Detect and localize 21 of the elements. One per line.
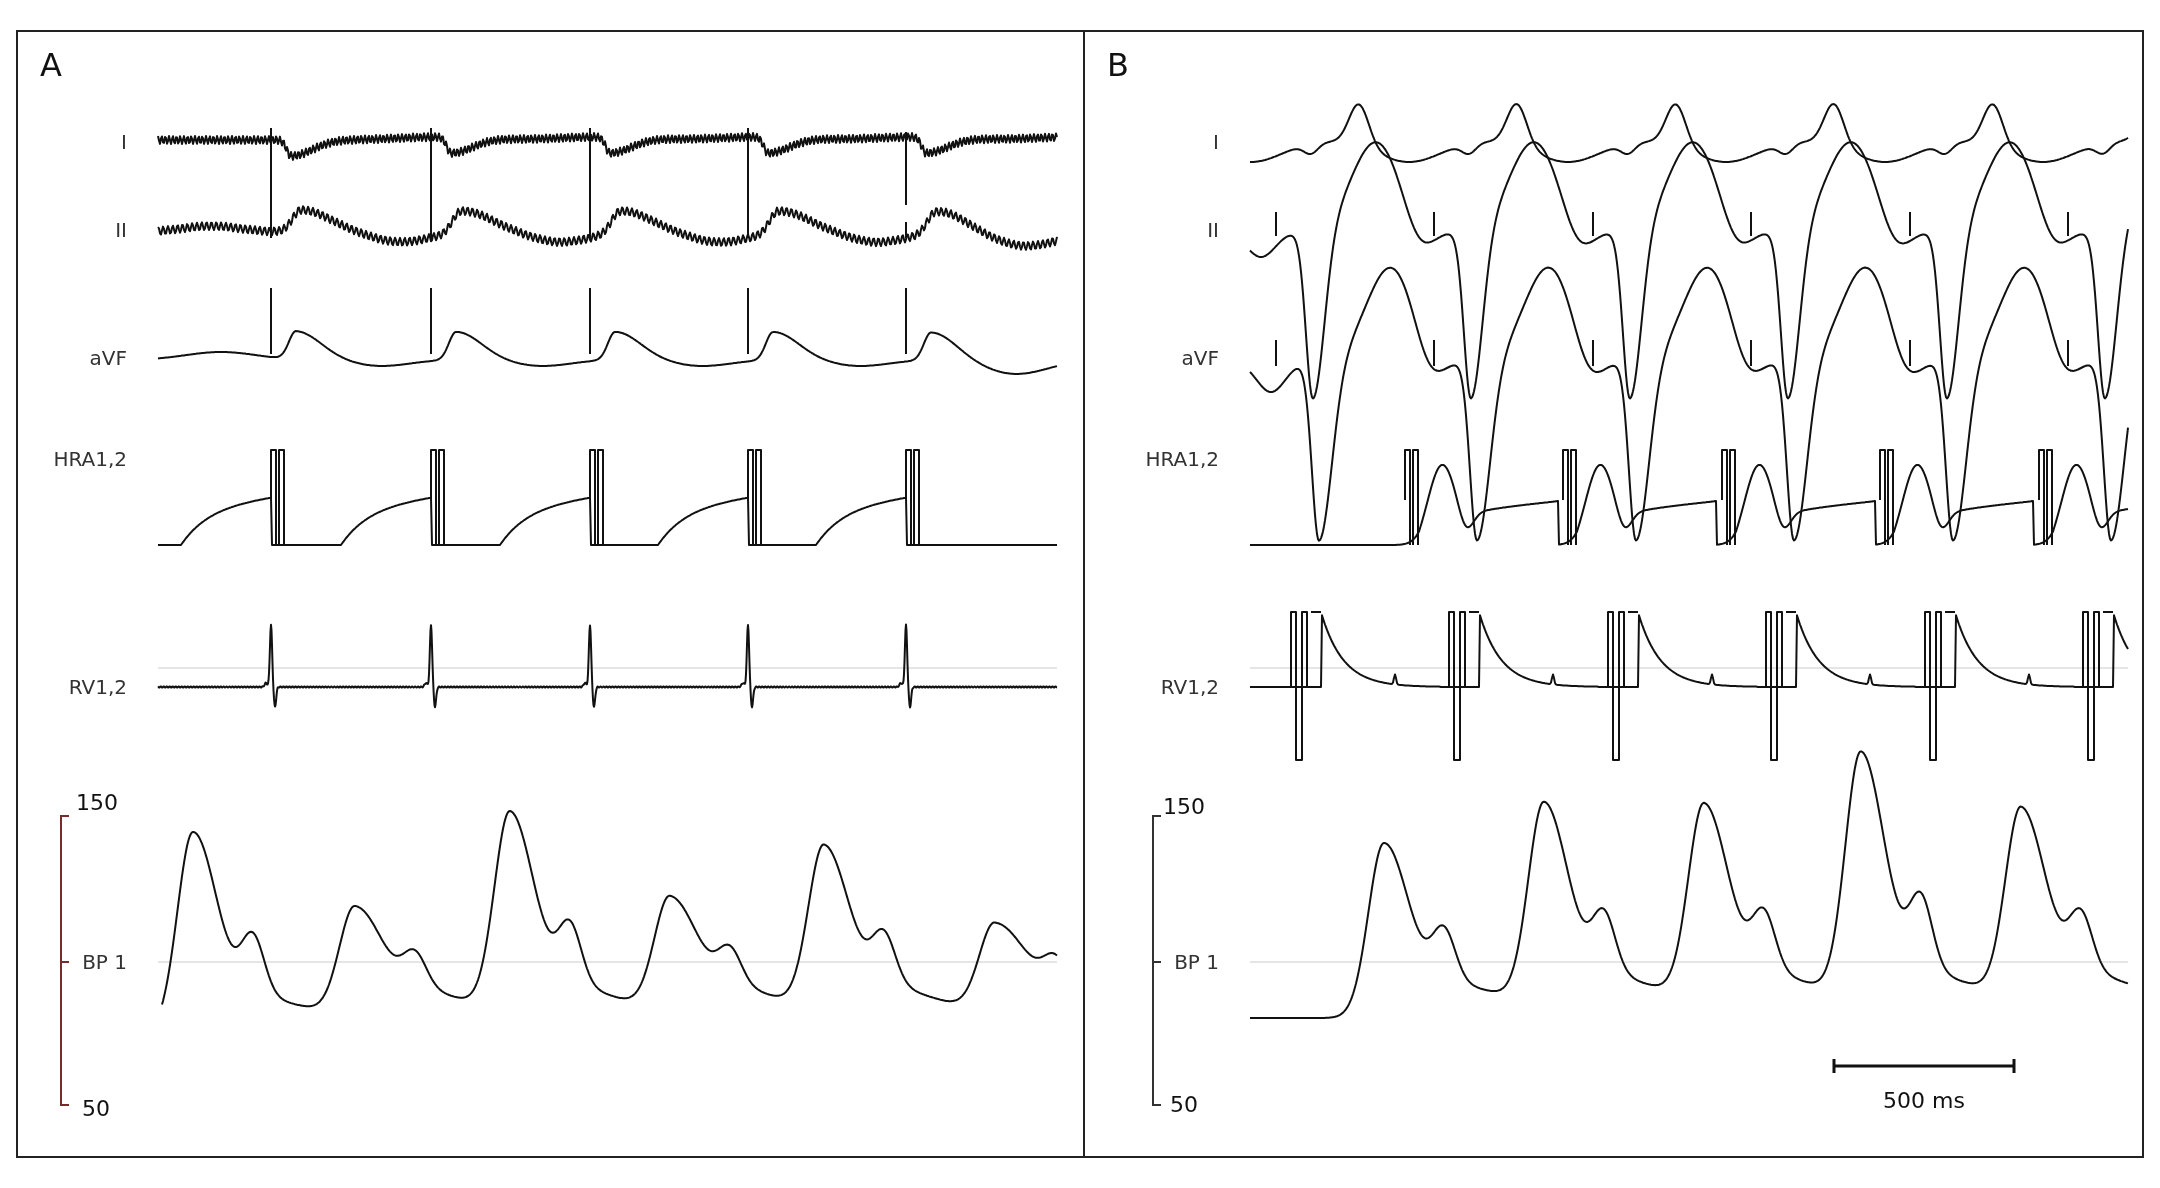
panel-frame: [16, 30, 1085, 1158]
panel-letter: B: [1107, 46, 1129, 84]
lead-label: HRA1,2: [1145, 447, 1219, 471]
axis-label: BP 1: [1174, 950, 1219, 974]
lead-label: RV1,2: [1160, 675, 1219, 699]
lead-label: I: [1213, 130, 1219, 154]
axis-value: 150: [1163, 793, 1205, 819]
lead-label: II: [1207, 218, 1219, 242]
lead-label: RV1,2: [68, 675, 127, 699]
lead-label: HRA1,2: [53, 447, 127, 471]
axis-label: BP 1: [82, 950, 127, 974]
lead-label: aVF: [89, 346, 127, 370]
panel-letter: A: [40, 46, 62, 84]
axis-value: 50: [1170, 1091, 1198, 1117]
scale-bar-label: 500 ms: [1883, 1087, 1965, 1113]
lead-label: I: [121, 130, 127, 154]
axis-value: 150: [76, 789, 118, 815]
axis-value: 50: [82, 1095, 110, 1121]
panel-frame: [1083, 30, 2144, 1158]
lead-label: II: [115, 218, 127, 242]
lead-label: aVF: [1181, 346, 1219, 370]
